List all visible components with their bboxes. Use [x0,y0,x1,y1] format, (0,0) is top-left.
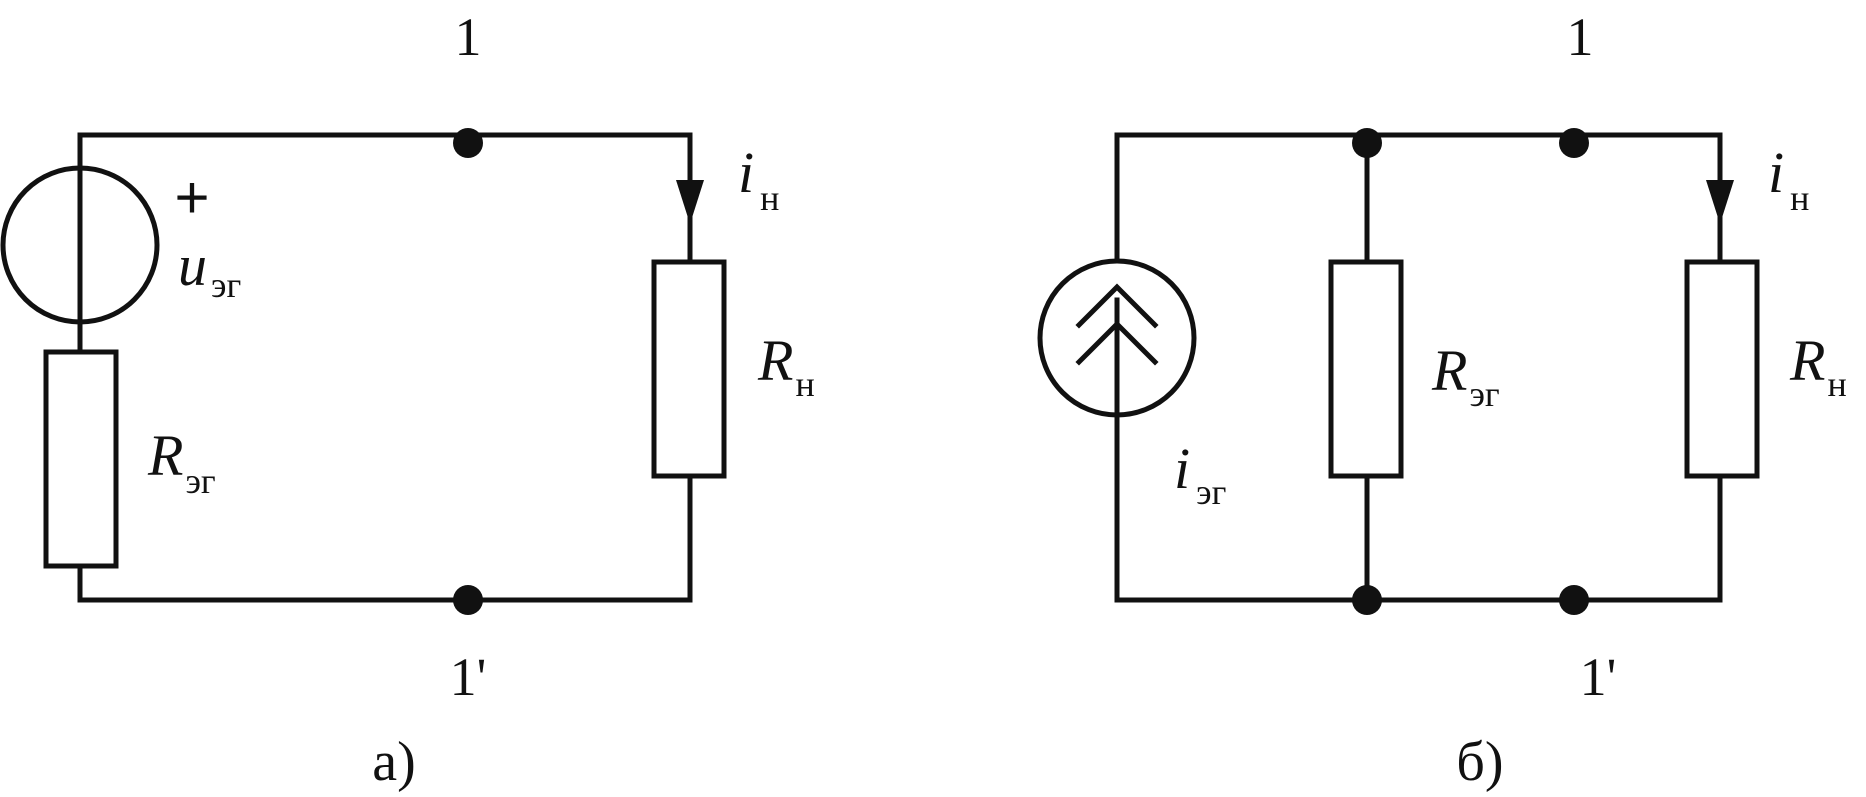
source-resistor-b-label: Rэг [1431,338,1500,414]
node-1-b-dot [1559,128,1589,158]
junction-bottom-dot [1352,585,1382,615]
node-top-label: 1 [455,7,482,67]
load-resistor-label: Rн [757,328,815,404]
current-arrow-icon [676,180,704,224]
source-resistor-label: Rэг [147,423,216,501]
current-arrow-b-icon [1706,180,1734,224]
node-bottom-b-label: 1' [1580,647,1617,707]
node-1-dot [453,128,483,158]
load-resistor-b-label: Rн [1789,328,1847,404]
load-resistor-b-icon [1684,259,1760,479]
source-resistor-b-icon [1328,259,1404,479]
current-source-chevron-inner [1075,320,1159,366]
node-top-b-label: 1 [1567,7,1594,67]
caption-a: а) [372,731,416,793]
load-resistor-icon [651,259,727,479]
circuit-b-wire [1114,132,1723,603]
node-1prime-b-dot [1559,585,1589,615]
current-source-chevron-outer [1075,283,1159,329]
node-bottom-label: 1' [450,647,487,707]
polarity-plus: + [174,164,209,231]
node-1prime-dot [453,585,483,615]
circuit-a-wire [77,132,693,603]
source-resistor-icon [43,349,119,569]
junction-top-dot [1352,128,1382,158]
caption-b: б) [1456,731,1503,793]
